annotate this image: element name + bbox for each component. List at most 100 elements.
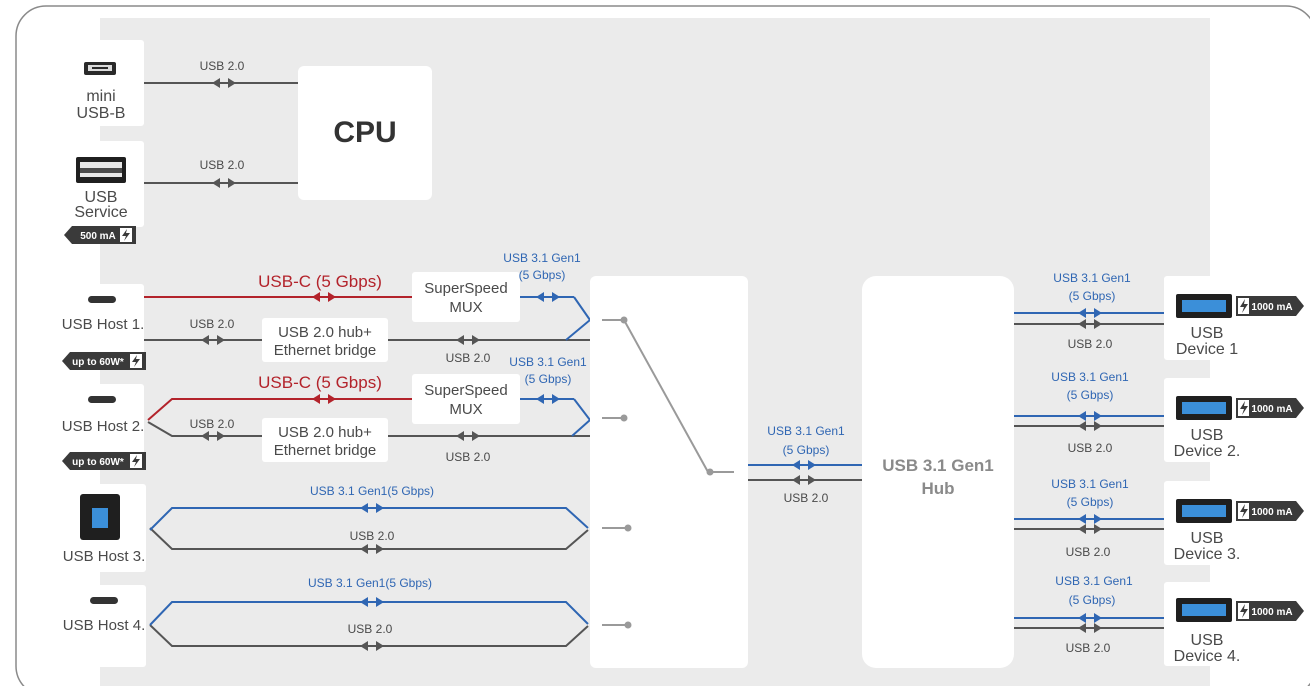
usb-service-label-2: Service <box>74 204 127 221</box>
superspeed-mux-2: SuperSpeed MUX <box>412 374 520 424</box>
dev-1-usb2-label: USB 2.0 <box>1068 337 1113 351</box>
bridge-1-out-label: USB 2.0 <box>446 351 491 365</box>
host-2-power-text: up to 60W* <box>72 457 124 468</box>
port-host-2: USB Host 2. up to 60W* <box>58 384 146 470</box>
dev-1-gen1-label: USB 3.1 Gen1 <box>1053 271 1131 285</box>
port-host-4: USB Host 4. <box>58 585 146 667</box>
device-4: USB Device 4. <box>1164 582 1250 666</box>
host-1-power-text: up to 60W* <box>72 357 124 368</box>
device-3-line-1: USB <box>1191 530 1224 547</box>
device-2-line-2: Device 2. <box>1174 443 1241 460</box>
cpu-label: CPU <box>333 116 396 149</box>
mux-2-line-2: MUX <box>449 401 482 418</box>
device-3-line-2: Device 3. <box>1174 546 1241 563</box>
port-mini-usb-b: mini USB-B <box>58 40 144 126</box>
superspeed-mux-1: SuperSpeed MUX <box>412 272 520 322</box>
device-4-line-2: Device 4. <box>1174 648 1241 665</box>
usb-a-icon <box>76 157 126 183</box>
cpu-block: CPU <box>298 66 432 200</box>
device-2-power-text: 1000 mA <box>1251 404 1292 415</box>
mini-usb-b-icon <box>84 62 116 75</box>
device-2: USB Device 2. <box>1164 378 1250 462</box>
mux-2-gen1-label: USB 3.1 Gen1 <box>509 355 587 369</box>
usb-c-icon <box>88 296 116 303</box>
hub-line-2: Hub <box>921 479 954 498</box>
host-2-label: USB Host 2. <box>62 418 145 435</box>
dev-1-gbps-label: (5 Gbps) <box>1069 289 1116 303</box>
dev-2-usb2-label: USB 2.0 <box>1068 441 1113 455</box>
power-badge-device-3: 1000 mA <box>1236 501 1304 521</box>
mini-usb-b-label-1: mini <box>86 88 115 105</box>
dev-3-gbps-label: (5 Gbps) <box>1067 495 1114 509</box>
ethernet-bridge-2: USB 2.0 hub+ Ethernet bridge <box>262 418 388 462</box>
bridge-2-line-1: USB 2.0 hub+ <box>278 424 372 441</box>
power-badge-device-1: 1000 mA <box>1236 296 1304 316</box>
dev-2-gbps-label: (5 Gbps) <box>1067 388 1114 402</box>
hub-in-usb2-label: USB 2.0 <box>784 491 829 505</box>
cpu-link-1-label: USB 2.0 <box>200 59 245 73</box>
host-1-usbc-label: USB-C (5 Gbps) <box>258 272 382 291</box>
host-1-usb2-label: USB 2.0 <box>190 317 235 331</box>
mini-usb-b-label-2: USB-B <box>77 105 126 122</box>
port-usb-service: USB Service 500 mA <box>58 141 144 244</box>
mux-1-gen1-label: USB 3.1 Gen1 <box>503 251 581 265</box>
host-2-usbc-label: USB-C (5 Gbps) <box>258 373 382 392</box>
device-3-power-text: 1000 mA <box>1251 507 1292 518</box>
bridge-1-line-1: USB 2.0 hub+ <box>278 324 372 341</box>
dev-4-gbps-label: (5 Gbps) <box>1069 593 1116 607</box>
device-1-line-2: Device 1 <box>1176 341 1238 358</box>
host-2-usb2-label: USB 2.0 <box>190 417 235 431</box>
device-1-line-1: USB <box>1191 325 1224 342</box>
mux-1-line-2: MUX <box>449 299 482 316</box>
dev-3-usb2-label: USB 2.0 <box>1066 545 1111 559</box>
host-3-usb2-label: USB 2.0 <box>350 529 395 543</box>
host-4-usb2-label: USB 2.0 <box>348 622 393 636</box>
power-badge-host-2: up to 60W* <box>62 452 146 470</box>
device-2-line-1: USB <box>1191 427 1224 444</box>
mux-1-line-1: SuperSpeed <box>424 280 507 297</box>
device-4-power-text: 1000 mA <box>1251 607 1292 618</box>
cpu-link-2-label: USB 2.0 <box>200 158 245 172</box>
host-3-label: USB Host 3. <box>63 548 146 565</box>
device-1-power-text: 1000 mA <box>1251 302 1292 313</box>
bridge-2-line-2: Ethernet bridge <box>274 442 377 459</box>
dev-4-usb2-label: USB 2.0 <box>1066 641 1111 655</box>
ethernet-bridge-1: USB 2.0 hub+ Ethernet bridge <box>262 318 388 362</box>
mux-2-line-1: SuperSpeed <box>424 382 507 399</box>
dev-2-gen1-label: USB 3.1 Gen1 <box>1051 370 1129 384</box>
mux-1-gbps-label: (5 Gbps) <box>519 268 566 282</box>
device-1: USB Device 1 <box>1164 276 1250 360</box>
hub-line-1: USB 3.1 Gen1 <box>882 456 994 475</box>
switch-block <box>590 276 748 668</box>
power-badge-host-1: up to 60W* <box>62 352 146 370</box>
bridge-2-out-label: USB 2.0 <box>446 450 491 464</box>
usb-b-icon <box>80 494 120 540</box>
bridge-1-line-2: Ethernet bridge <box>274 342 377 359</box>
service-power-text: 500 mA <box>80 231 116 242</box>
device-4-line-1: USB <box>1191 632 1224 649</box>
usb-service-label-1: USB <box>85 189 118 206</box>
host-4-gen1-label: USB 3.1 Gen1(5 Gbps) <box>308 576 432 590</box>
usb-hub-block: USB 3.1 Gen1 Hub <box>862 276 1014 668</box>
port-host-1: USB Host 1. up to 60W* <box>58 284 146 370</box>
link-labels: USB 2.0 USB 2.0 USB-C (5 Gbps) USB-C (5 … <box>190 59 1133 655</box>
port-host-3: USB Host 3. <box>58 484 146 572</box>
dev-3-gen1-label: USB 3.1 Gen1 <box>1051 477 1129 491</box>
host-4-label: USB Host 4. <box>63 617 146 634</box>
power-badge-service: 500 mA <box>64 226 136 244</box>
device-power-badges: 1000 mA 1000 mA 1000 mA 1000 mA <box>1236 296 1304 621</box>
hub-in-gen1-label: USB 3.1 Gen1 <box>767 424 845 438</box>
host-1-label: USB Host 1. <box>62 316 145 333</box>
usb-c-icon <box>90 597 118 604</box>
power-badge-device-2: 1000 mA <box>1236 398 1304 418</box>
usb-c-icon <box>88 396 116 403</box>
mux-2-gbps-label: (5 Gbps) <box>525 372 572 386</box>
hub-in-gbps-label: (5 Gbps) <box>783 443 830 457</box>
dev-4-gen1-label: USB 3.1 Gen1 <box>1055 574 1133 588</box>
usb2-lines <box>144 82 1164 647</box>
host-3-gen1-label: USB 3.1 Gen1(5 Gbps) <box>310 484 434 498</box>
bidirectional-arrows <box>201 78 1102 651</box>
power-badge-device-4: 1000 mA <box>1236 601 1304 621</box>
